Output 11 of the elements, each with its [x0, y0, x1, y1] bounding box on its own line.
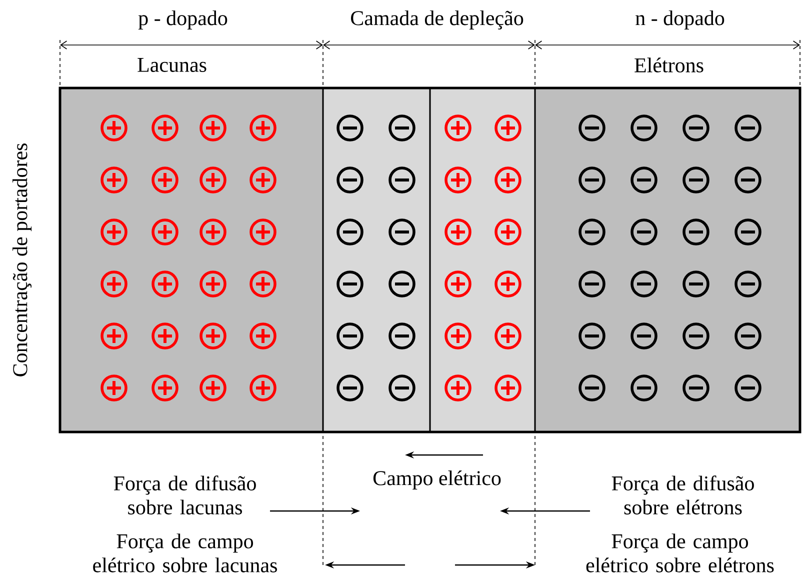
arrow-label: Força de difusão sobre elétrons: [612, 476, 754, 514]
arrow-label: Força de campo elétrico sobre elétrons: [586, 534, 774, 572]
region-label: Camada de depleção: [351, 10, 524, 30]
carrier-label: Lacunas: [138, 58, 206, 72]
arrow-label: Campo elétrico: [373, 470, 501, 490]
arrow-label: Força de difusão sobre lacunas: [114, 476, 256, 514]
arrow-label: Força de campo elétrico sobre lacunas: [93, 534, 277, 572]
carrier-label: Elétrons: [634, 58, 704, 72]
axis-label: Concentração de portadores: [12, 144, 32, 376]
region-label: p - dopado: [138, 10, 228, 30]
region-label: n - dopado: [636, 10, 724, 30]
